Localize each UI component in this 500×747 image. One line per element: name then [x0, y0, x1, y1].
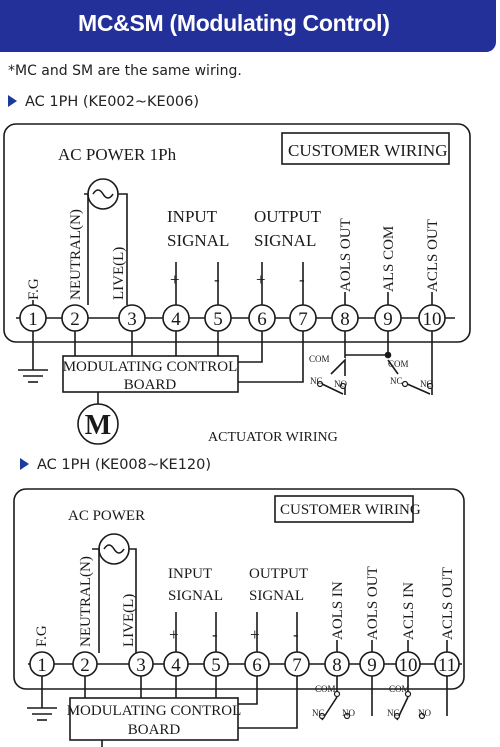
play-triangle-icon	[8, 95, 17, 107]
customer-wiring-box-2	[274, 495, 414, 523]
terminal-label-live-1: LIVE(L)	[111, 247, 127, 300]
output-label-1: OUTPUT	[254, 207, 322, 226]
terminal-7: 7	[298, 309, 308, 330]
polarity-minus-output-2: -	[293, 625, 299, 644]
terminal-10-b: 10	[399, 655, 418, 676]
output-signal-label-2: SIGNAL	[249, 588, 304, 604]
polarity-plus-input-2: +	[169, 625, 179, 644]
switch-com-2b: COM	[389, 684, 410, 694]
customer-wiring-label-1: CUSTOMER WIRING	[288, 141, 447, 160]
section-2-title: AC 1PH (KE008~KE120)	[20, 457, 211, 473]
output-signal-label-1: SIGNAL	[254, 231, 316, 250]
switch-no-1a: NO	[334, 379, 347, 389]
switch-nc-2a: NC	[312, 708, 325, 718]
switch-no-1b: NO	[420, 379, 433, 389]
terminal-10: 10	[423, 309, 442, 330]
terminal-3: 3	[127, 309, 137, 330]
diagram-1-frame	[3, 123, 471, 343]
board-label-1: MODULATING CONTROL	[63, 359, 238, 375]
terminal-label-neutral-2: NEUTRAL(N)	[78, 556, 94, 647]
switch-com-2a: COM	[315, 684, 336, 694]
switch-com-1a: COM	[309, 354, 330, 364]
section-2-label: AC 1PH (KE008~KE120)	[37, 457, 212, 473]
switch-com-1b: COM	[388, 359, 409, 369]
terminal-7-b: 7	[292, 655, 302, 676]
terminal-label-aols-out-1: AOLS OUT	[338, 218, 354, 292]
terminal-1: 1	[28, 309, 38, 330]
diagram-2-frame	[13, 488, 465, 690]
terminal-label-als-com-1: ALS COM	[381, 226, 397, 292]
polarity-plus-output-2: +	[250, 625, 260, 644]
terminal-label-aols-out-2: AOLS OUT	[365, 566, 381, 640]
switch-no-2b: NO	[418, 708, 431, 718]
board-label-2b: BOARD	[128, 722, 181, 738]
terminal-5: 5	[213, 309, 223, 330]
customer-wiring-box-1	[281, 132, 450, 165]
terminal-label-aols-in-2: AOLS IN	[330, 581, 346, 640]
wiring-note: *MC and SM are the same wiring.	[8, 63, 242, 79]
terminal-4-b: 4	[171, 655, 181, 676]
terminal-6-b: 6	[252, 655, 262, 676]
terminal-3-b: 3	[136, 655, 146, 676]
terminal-11-b: 11	[438, 655, 456, 676]
terminal-label-live-2: LIVE(L)	[121, 594, 137, 647]
ac-power-label-2: AC POWER	[68, 508, 145, 524]
polarity-minus-input-1: -	[214, 270, 220, 289]
modulating-board-2	[69, 697, 239, 741]
section-1-label: AC 1PH (KE002~KE006)	[25, 94, 200, 110]
header-banner: MC&SM (Modulating Control)	[0, 0, 496, 52]
input-signal-label-1: SIGNAL	[167, 231, 229, 250]
output-label-2: OUTPUT	[249, 566, 308, 582]
terminal-label-fg-1: F.G	[26, 278, 42, 300]
terminal-5-b: 5	[211, 655, 221, 676]
actuator-wiring-label: ACTUATOR WIRING	[208, 430, 338, 445]
motor-icon	[77, 403, 119, 445]
ac-power-label-1: AC POWER 1Ph	[58, 145, 177, 164]
polarity-plus-output-1: +	[256, 270, 266, 289]
switch-nc-1a: NC	[310, 376, 323, 386]
terminal-label-acls-in-2: ACLS IN	[401, 582, 417, 640]
play-triangle-icon	[20, 458, 29, 470]
board-label-1b: BOARD	[124, 377, 177, 393]
board-label-2: MODULATING CONTROL	[67, 703, 242, 719]
terminal-4: 4	[171, 309, 181, 330]
polarity-minus-output-1: -	[299, 270, 305, 289]
page-title: MC&SM (Modulating Control)	[78, 10, 390, 36]
terminal-2: 2	[70, 309, 80, 330]
terminal-label-acls-out-2: ACLS OUT	[440, 567, 456, 640]
polarity-plus-input-1: +	[170, 270, 180, 289]
terminal-label-fg-2: F.G	[34, 625, 50, 647]
terminal-8: 8	[340, 309, 350, 330]
terminal-1-b: 1	[37, 655, 47, 676]
modulating-board-1	[62, 355, 239, 393]
terminal-9-b: 9	[367, 655, 377, 676]
terminal-8-b: 8	[332, 655, 342, 676]
switch-nc-2b: NC	[387, 708, 400, 718]
switch-no-2a: NO	[342, 708, 355, 718]
terminal-label-neutral-1: NEUTRAL(N)	[68, 209, 84, 300]
section-1-title: AC 1PH (KE002~KE006)	[8, 94, 199, 110]
switch-nc-1b: NC	[390, 376, 403, 386]
terminal-9: 9	[383, 309, 393, 330]
input-signal-label-2: SIGNAL	[168, 588, 223, 604]
polarity-minus-input-2: -	[212, 625, 218, 644]
terminal-6: 6	[257, 309, 267, 330]
input-label-2: INPUT	[168, 566, 212, 582]
motor-label: M	[85, 410, 111, 441]
terminal-label-acls-out-1: ACLS OUT	[425, 219, 441, 292]
customer-wiring-label-2: CUSTOMER WIRING	[280, 502, 421, 518]
terminal-2-b: 2	[80, 655, 90, 676]
input-label-1: INPUT	[167, 207, 218, 226]
